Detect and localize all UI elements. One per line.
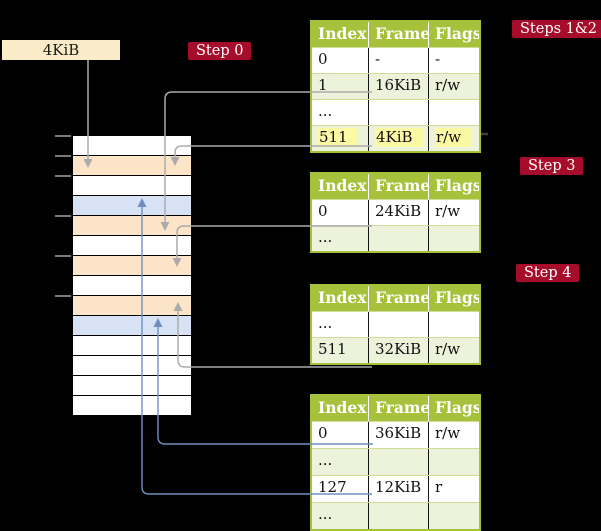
memory-frame-row-white — [73, 176, 191, 196]
table-cell: r/w — [428, 74, 479, 99]
table-cell: r/w — [428, 126, 479, 151]
memory-frame-row-peach — [73, 256, 191, 276]
table-cell: 0 — [318, 50, 328, 68]
badge-step-3: Step 3 — [520, 157, 584, 175]
memory-frame-row-peach — [73, 216, 191, 236]
memory-frame-row-white — [73, 276, 191, 296]
table-cell: 32KiB — [368, 338, 428, 363]
table-cell — [428, 312, 479, 337]
table-cell: 127 — [318, 478, 347, 496]
memory-frame-row-blue — [73, 196, 191, 216]
memory-frame-row-white — [73, 236, 191, 256]
table-cell: r/w — [428, 338, 479, 363]
address-tick — [55, 295, 71, 297]
table-cell — [368, 100, 428, 125]
memory-frame-row-white — [73, 396, 191, 415]
table-cell — [428, 100, 479, 125]
table-cell: 1 — [318, 76, 328, 94]
table-cell: r/w — [428, 422, 479, 448]
column-header: Frame — [368, 174, 428, 199]
table-cell: ... — [318, 314, 333, 332]
address-tick — [55, 175, 71, 177]
table-cell: 24KiB — [368, 200, 428, 225]
table-cell: 0 — [318, 202, 328, 220]
table-cell: r — [428, 476, 479, 502]
table-cell: - — [368, 48, 428, 73]
table-row: ... — [312, 448, 479, 475]
memory-frame-row-peach — [73, 296, 191, 316]
table-cell: 36KiB — [368, 422, 428, 448]
column-header: Flags — [428, 22, 479, 47]
address-tick — [55, 135, 71, 137]
table-cell — [368, 226, 428, 251]
table-cell — [428, 449, 479, 475]
table-row: ... — [312, 99, 479, 125]
memory-frame-row-white — [73, 336, 191, 356]
column-header: Flags — [428, 286, 479, 311]
address-tick — [55, 215, 71, 217]
table-cell: 12KiB — [368, 476, 428, 502]
table-cell: 16KiB — [368, 74, 428, 99]
memory-frame-row-white — [73, 376, 191, 396]
table-cell: 4KiB — [368, 126, 428, 151]
table-cell — [368, 449, 428, 475]
table-cell — [368, 503, 428, 529]
column-header: Flags — [428, 174, 479, 199]
memory-frame-row-white — [73, 356, 191, 376]
column-header: Frame — [368, 22, 428, 47]
table-row: ... — [312, 502, 479, 529]
table-cell: 0 — [318, 424, 328, 442]
page-size-label: 4KiB — [42, 41, 80, 59]
badge-steps-1-2: Steps 1&2 — [512, 20, 601, 38]
memory-frame-row-peach — [73, 156, 191, 176]
address-tick — [55, 255, 71, 257]
column-header: Frame — [368, 286, 428, 311]
page-size-label-box: 4KiB — [2, 40, 120, 60]
column-header: Index — [318, 24, 367, 43]
table-cell: ... — [318, 102, 333, 120]
table-cell: - — [428, 48, 479, 73]
column-header: Index — [318, 176, 367, 195]
badge-step-4: Step 4 — [516, 264, 580, 282]
column-header: Frame — [368, 396, 428, 421]
table-cell — [428, 503, 479, 529]
table-cell: 511 — [312, 126, 368, 151]
table-row: 0 -- — [312, 47, 479, 73]
table-cell — [428, 226, 479, 251]
table-cell: ... — [318, 451, 333, 469]
badge-step-0: Step 0 — [188, 42, 252, 60]
table-cell: r/w — [428, 200, 479, 225]
table-cell: ... — [318, 505, 333, 523]
table-cell — [368, 312, 428, 337]
table-cell: ... — [318, 228, 333, 246]
column-header: Flags — [428, 396, 479, 421]
address-tick — [55, 155, 71, 157]
physical-memory-column — [72, 135, 192, 416]
column-header: Index — [318, 398, 367, 417]
table-row: ... — [312, 225, 479, 251]
table-row: ... — [312, 311, 479, 337]
table-cell: 511 — [318, 340, 347, 358]
column-header: Index — [318, 288, 367, 307]
memory-frame-row-white — [73, 136, 191, 156]
memory-frame-row-blue — [73, 316, 191, 336]
